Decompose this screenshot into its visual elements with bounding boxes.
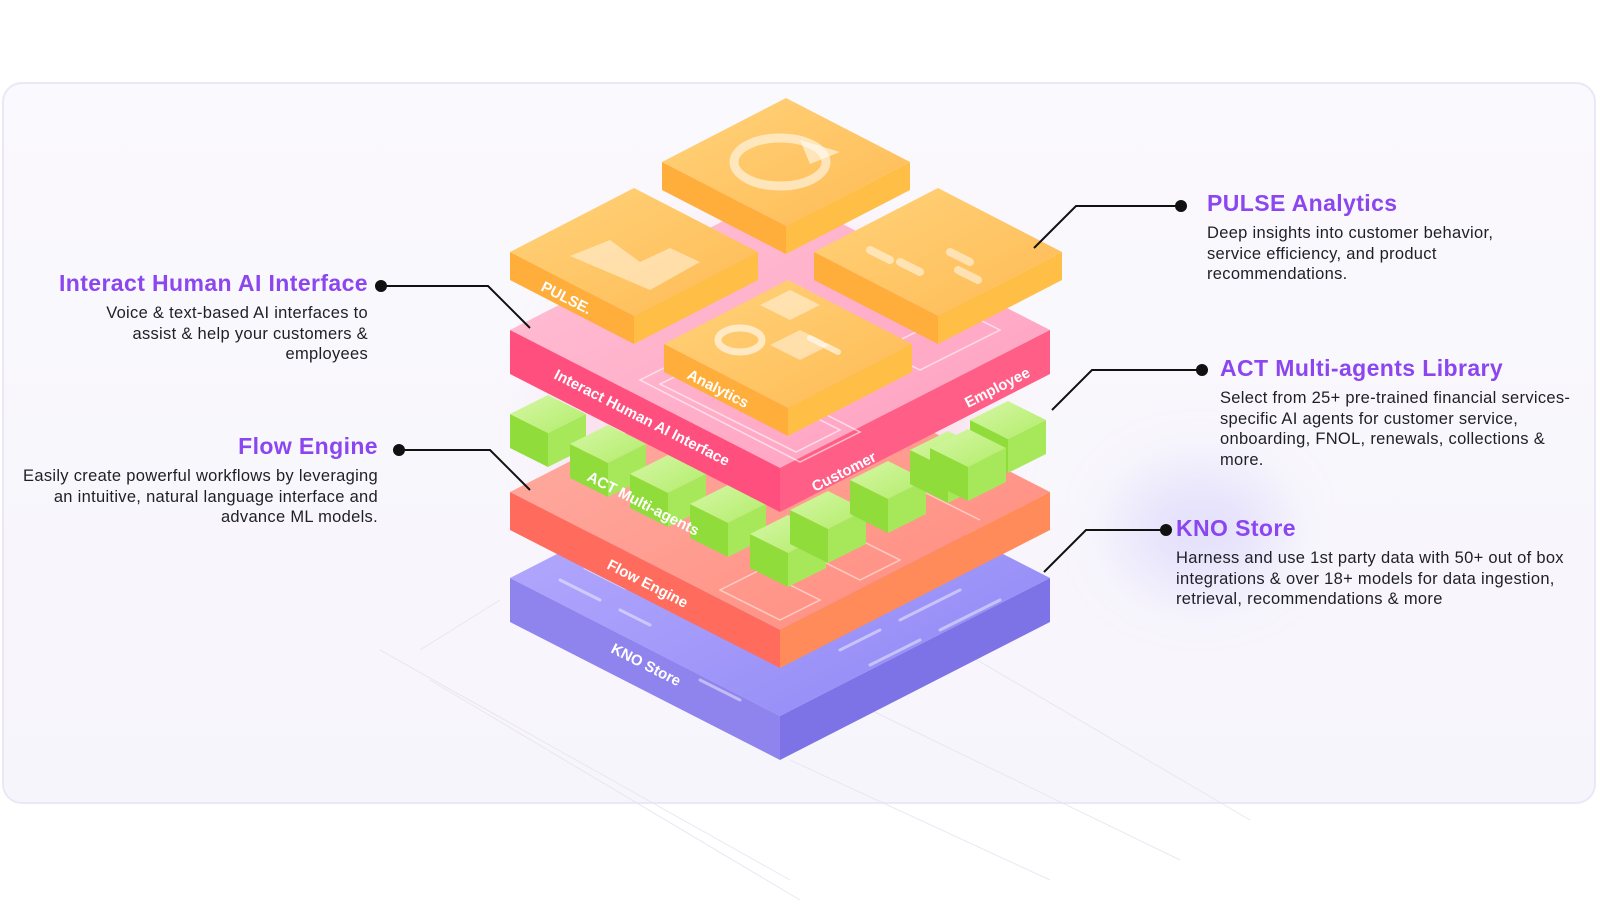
connector-flow — [400, 449, 531, 491]
pulse-tile-top — [662, 98, 910, 254]
agent-cube — [790, 491, 866, 563]
connector-act — [1051, 369, 1200, 411]
agent-cube — [570, 425, 646, 497]
connector-interact — [382, 285, 531, 329]
connector-lines — [382, 205, 1200, 573]
agent-cube — [510, 395, 586, 467]
callout-pulse-desc: Deep insights into customer behavior, se… — [1207, 224, 1494, 283]
bar-chart-icon — [866, 246, 982, 284]
callout-pulse-title: PULSE Analytics — [1207, 190, 1398, 216]
callout-act-desc: Select from 25+ pre-trained financial se… — [1220, 389, 1571, 469]
callout-interact-title: Interact Human AI Interface — [58, 270, 368, 296]
callout-flow-desc: Easily create powerful workflows by leve… — [23, 467, 378, 526]
act-multi-agents-cubes — [510, 395, 1046, 587]
area-chart-icon — [570, 240, 700, 290]
callout-act: ACT Multi-agents Library Select from 25+… — [1220, 355, 1590, 470]
callout-kno: KNO Store Harness and use 1st party data… — [1176, 515, 1576, 610]
callout-interact-desc: Voice & text-based AI interfaces to assi… — [106, 304, 368, 363]
callout-kno-desc: Harness and use 1st party data with 50+ … — [1176, 549, 1564, 608]
agent-cube — [630, 455, 706, 527]
pulse-analytics-tiles: PULSE. — [510, 98, 1062, 436]
callout-interact: Interact Human AI Interface Voice & text… — [18, 270, 368, 365]
callout-flow: Flow Engine Easily create powerful workf… — [20, 433, 378, 528]
callout-flow-title: Flow Engine — [238, 433, 378, 459]
pulse-tile-center: Analytics — [664, 280, 912, 436]
connector-dots — [375, 200, 1208, 536]
pie-chart-icon — [729, 133, 831, 191]
callout-kno-title: KNO Store — [1176, 515, 1296, 541]
connector-pulse — [1033, 205, 1180, 249]
agent-cube — [850, 461, 926, 533]
dot-grid-icon — [760, 290, 830, 360]
callout-pulse: PULSE Analytics Deep insights into custo… — [1207, 190, 1547, 285]
pulse-tile-left: PULSE. — [510, 188, 758, 344]
callout-act-title: ACT Multi-agents Library — [1220, 355, 1504, 381]
pulse-tile-right — [814, 188, 1062, 344]
connector-kno — [1043, 529, 1164, 573]
floor-grid — [379, 599, 1251, 901]
agent-cube — [930, 429, 1006, 501]
donut-chart-icon — [714, 324, 766, 356]
